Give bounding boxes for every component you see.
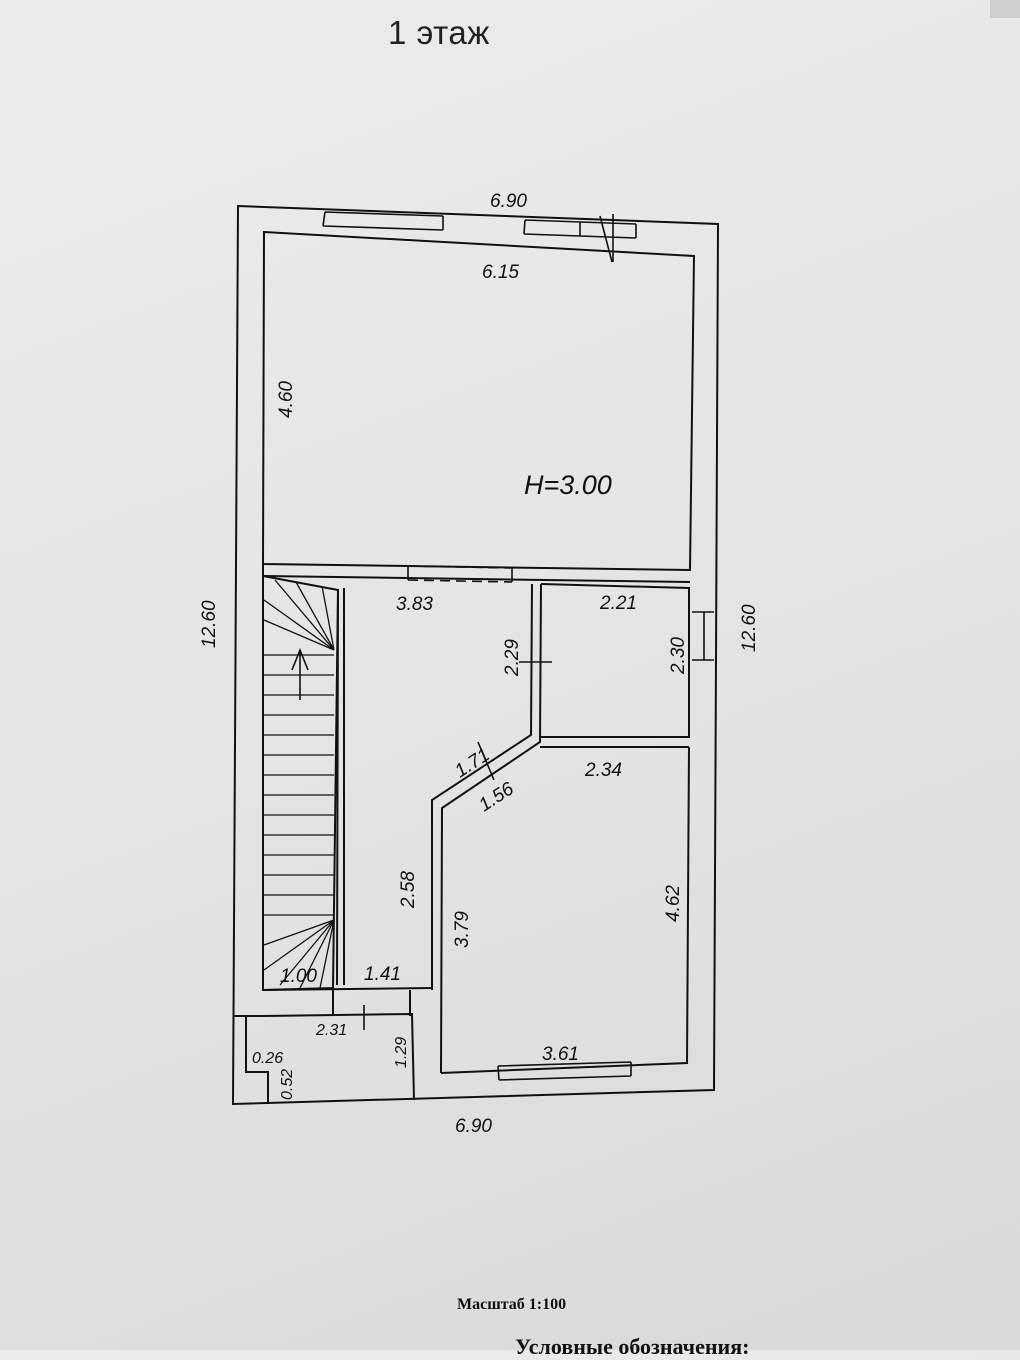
niche-wall: [245, 1016, 269, 1102]
staircase: [263, 579, 335, 989]
dim-bottom-room-top-width: 2.34: [584, 760, 622, 781]
top-room-wall: [261, 230, 696, 572]
window-top-right: [523, 219, 637, 239]
outer-wall: [231, 204, 720, 1106]
bottom-room-left-wall: [440, 583, 542, 1074]
dim-bottom-room-left-depth: 3.79: [452, 911, 473, 948]
dim-diagonal-inner: 1.56: [475, 778, 518, 816]
dim-top-room-depth: 4.60: [276, 381, 297, 418]
corridor-bottom-wall: [262, 987, 433, 991]
dim-vestibule-depth: 1.29: [393, 1037, 410, 1068]
page-title: 1 этаж: [388, 14, 490, 51]
dim-bottom-room-width: 3.61: [542, 1044, 579, 1065]
dim-small-room-width: 2.21: [599, 593, 637, 614]
dim-right-outer-length: 12.60: [739, 604, 760, 652]
window-right: [692, 611, 714, 661]
scale-label: Масштаб 1:100: [457, 1296, 567, 1313]
page-edge: [990, 0, 1020, 18]
partition-wall: [262, 575, 691, 583]
dim-top-room-width: 6.15: [482, 262, 519, 283]
door-opening: [407, 565, 513, 583]
dim-stair-landing: 1.00: [280, 966, 317, 987]
dim-corridor-depth: 2.58: [398, 871, 419, 909]
dim-top-outer-width: 6.90: [490, 191, 527, 212]
dim-left-outer-length: 12.60: [199, 600, 220, 648]
legend-heading: Условные обозначения:: [515, 1334, 750, 1359]
dim-small-room-depth: 2.30: [668, 637, 689, 675]
ceiling-height-label: H=3.00: [524, 470, 612, 500]
dim-hall-depth: 2.29: [502, 639, 523, 677]
window-top-left: [322, 211, 444, 231]
corridor-wall-left: [336, 589, 339, 986]
dim-corridor-width: 1.41: [364, 964, 401, 985]
dim-niche-width: 0.26: [252, 1050, 283, 1067]
dim-vestibule-width: 2.31: [315, 1022, 347, 1039]
walls: [231, 204, 720, 1106]
hall-wall: [431, 583, 533, 990]
window-top-mark: [599, 214, 614, 263]
vestibule-wall: [262, 1012, 415, 1101]
bottom-room-wall: [440, 746, 690, 1074]
dim-hall-width: 3.83: [396, 594, 433, 615]
small-room-wall: [540, 583, 690, 738]
window-bottom: [497, 1061, 632, 1081]
stair-wall: [262, 564, 340, 992]
dim-bottom-outer-width: 6.90: [455, 1116, 492, 1137]
dim-bottom-room-right-depth: 4.62: [663, 885, 684, 922]
door-marks: [363, 661, 552, 1030]
dim-niche-depth: 0.52: [279, 1069, 296, 1100]
windows: [322, 211, 714, 1081]
